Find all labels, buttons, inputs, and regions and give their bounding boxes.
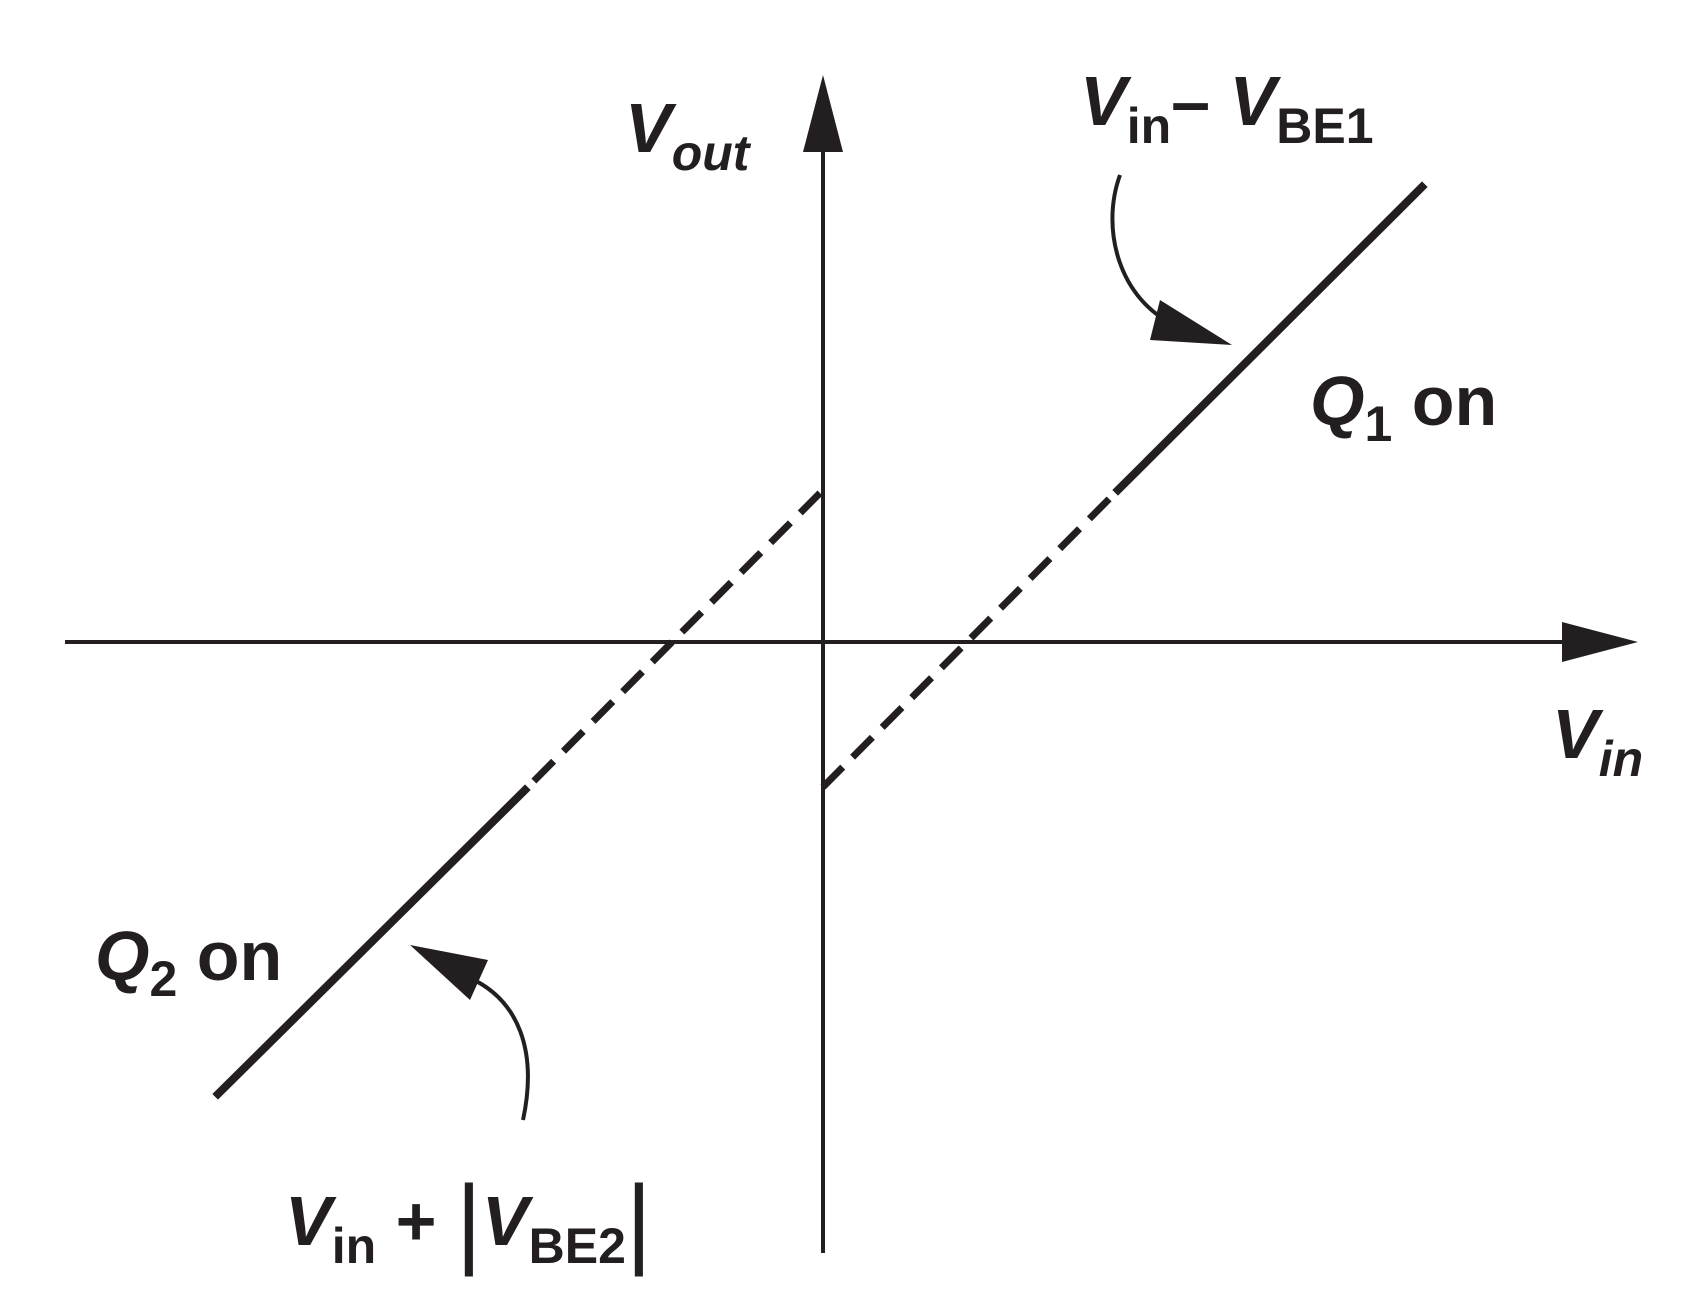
q1-solid-segment [1112,181,1428,496]
lower-v2-sub: BE2 [529,1218,626,1274]
q1-dashed-segment [820,487,1121,790]
y-axis-label: Vout [625,89,752,181]
q2-on-label: Q2 on [95,917,282,1007]
lower-v2: V [482,1182,534,1260]
upper-v2-sub: BE1 [1276,98,1373,154]
x-axis-label-sub: in [1599,731,1643,787]
x-axis-arrowhead [1562,622,1638,662]
q2-solid-segment [212,784,531,1100]
q2-sub: 2 [149,951,177,1007]
upper-v1-sub: in [1127,98,1171,154]
q2-dashed-segment [522,490,823,793]
lower-annotation-arrowhead [410,945,488,1000]
q1-suffix: on [1392,362,1497,440]
lower-bar-open: | [456,1165,482,1277]
y-axis-label-sub: out [672,125,752,181]
lower-expression-label: Vin + |VBE2| [285,1165,652,1277]
upper-expression-label: Vin– VBE1 [1080,62,1374,154]
lower-annotation-pointer [469,976,530,1121]
upper-operator: – [1171,62,1229,140]
lower-bar-close: | [626,1165,652,1277]
x-axis-label: Vin [1552,695,1643,787]
y-axis-arrowhead [803,75,843,152]
q1-on-label: Q1 on [1310,362,1497,452]
lower-v1-sub: in [332,1218,376,1274]
q2-suffix: on [177,917,282,995]
upper-annotation-pointer [1110,174,1176,327]
lower-operator: + [376,1182,456,1260]
q1-sub: 1 [1364,396,1392,452]
upper-v2: V [1230,62,1282,140]
upper-annotation-arrowhead [1150,300,1232,345]
